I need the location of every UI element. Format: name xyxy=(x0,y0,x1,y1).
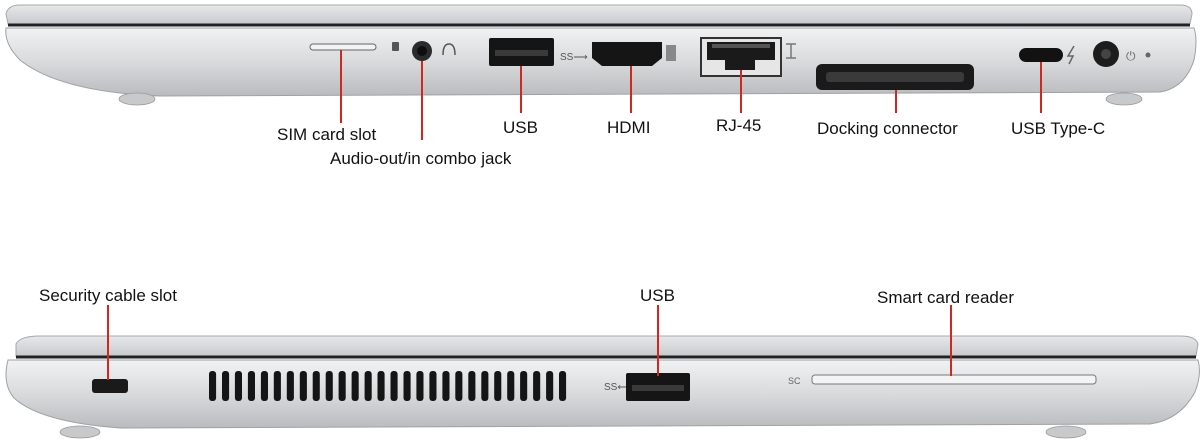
smart-card-reader xyxy=(811,374,1097,385)
label-usb-right: USB xyxy=(503,118,538,137)
thunderbolt-icon xyxy=(1066,45,1075,65)
vent-slat xyxy=(209,371,217,401)
lid xyxy=(15,335,1199,357)
label-docking-connector: Docking connector xyxy=(817,119,958,138)
vent-slat xyxy=(403,371,411,401)
vent-slat xyxy=(364,371,372,401)
vent-slat xyxy=(468,371,476,401)
label-audio-jack: Audio-out/in combo jack xyxy=(330,149,512,168)
network-icon xyxy=(786,43,796,59)
vent-slat xyxy=(234,371,242,401)
vent-slat xyxy=(377,371,385,401)
vent-slat xyxy=(533,371,541,401)
headset-icon xyxy=(442,43,456,56)
laptop-left-side: SS⟵ SC xyxy=(5,305,1200,439)
label-rj45: RJ-45 xyxy=(716,116,762,135)
usb-ss-icon: SS⟵ xyxy=(604,382,632,393)
label-usb-left: USB xyxy=(640,286,675,305)
vent-slat xyxy=(546,371,554,401)
vent-slat xyxy=(312,371,320,401)
vent-slat xyxy=(273,371,281,401)
lid xyxy=(5,4,1193,25)
vent-slat xyxy=(507,371,515,401)
power-icon: ⏻ xyxy=(1126,49,1136,63)
smart-card-icon: SC xyxy=(788,376,801,386)
hdmi-icon xyxy=(666,45,676,61)
laptop-right-side: SS⟶ ⏻ xyxy=(5,4,1197,140)
vent-slat xyxy=(222,371,230,401)
security-cable-slot xyxy=(92,379,128,393)
callout-lines-right xyxy=(340,50,1042,140)
label-sim-card-slot: SIM card slot xyxy=(277,125,377,144)
vent-slat xyxy=(260,371,268,401)
vent-slat xyxy=(325,371,333,401)
label-usb-type-c: USB Type-C xyxy=(1011,119,1106,138)
hdmi-port xyxy=(592,42,662,66)
vent-slat xyxy=(286,371,294,401)
label-security-cable-slot: Security cable slot xyxy=(39,286,177,305)
sim-card-slot xyxy=(309,43,377,51)
vent-slat xyxy=(559,371,567,401)
vent-slat xyxy=(455,371,463,401)
callout-lines-left xyxy=(107,305,952,380)
vent-slat xyxy=(247,371,255,401)
vent-slat xyxy=(351,371,359,401)
vent-slat xyxy=(390,371,398,401)
usb-type-c-port xyxy=(1019,48,1063,62)
label-smart-card-reader: Smart card reader xyxy=(877,288,1014,307)
label-hdmi: HDMI xyxy=(607,118,651,137)
vent-slat xyxy=(494,371,502,401)
base xyxy=(5,359,1200,429)
vent-slat xyxy=(299,371,307,401)
vent-slat xyxy=(520,371,528,401)
foot xyxy=(1105,92,1143,106)
air-vent xyxy=(209,371,567,401)
rj45-port xyxy=(700,37,782,77)
vent-slat xyxy=(338,371,346,401)
vent-slat xyxy=(481,371,489,401)
foot xyxy=(118,92,156,106)
vent-slat xyxy=(416,371,424,401)
foot xyxy=(59,425,101,439)
vent-slat xyxy=(442,371,450,401)
vent-slat xyxy=(429,371,437,401)
sim-icon xyxy=(392,42,399,51)
foot xyxy=(1045,425,1087,439)
usb-ss-icon: SS⟶ xyxy=(560,52,588,63)
power-led xyxy=(1145,52,1151,58)
